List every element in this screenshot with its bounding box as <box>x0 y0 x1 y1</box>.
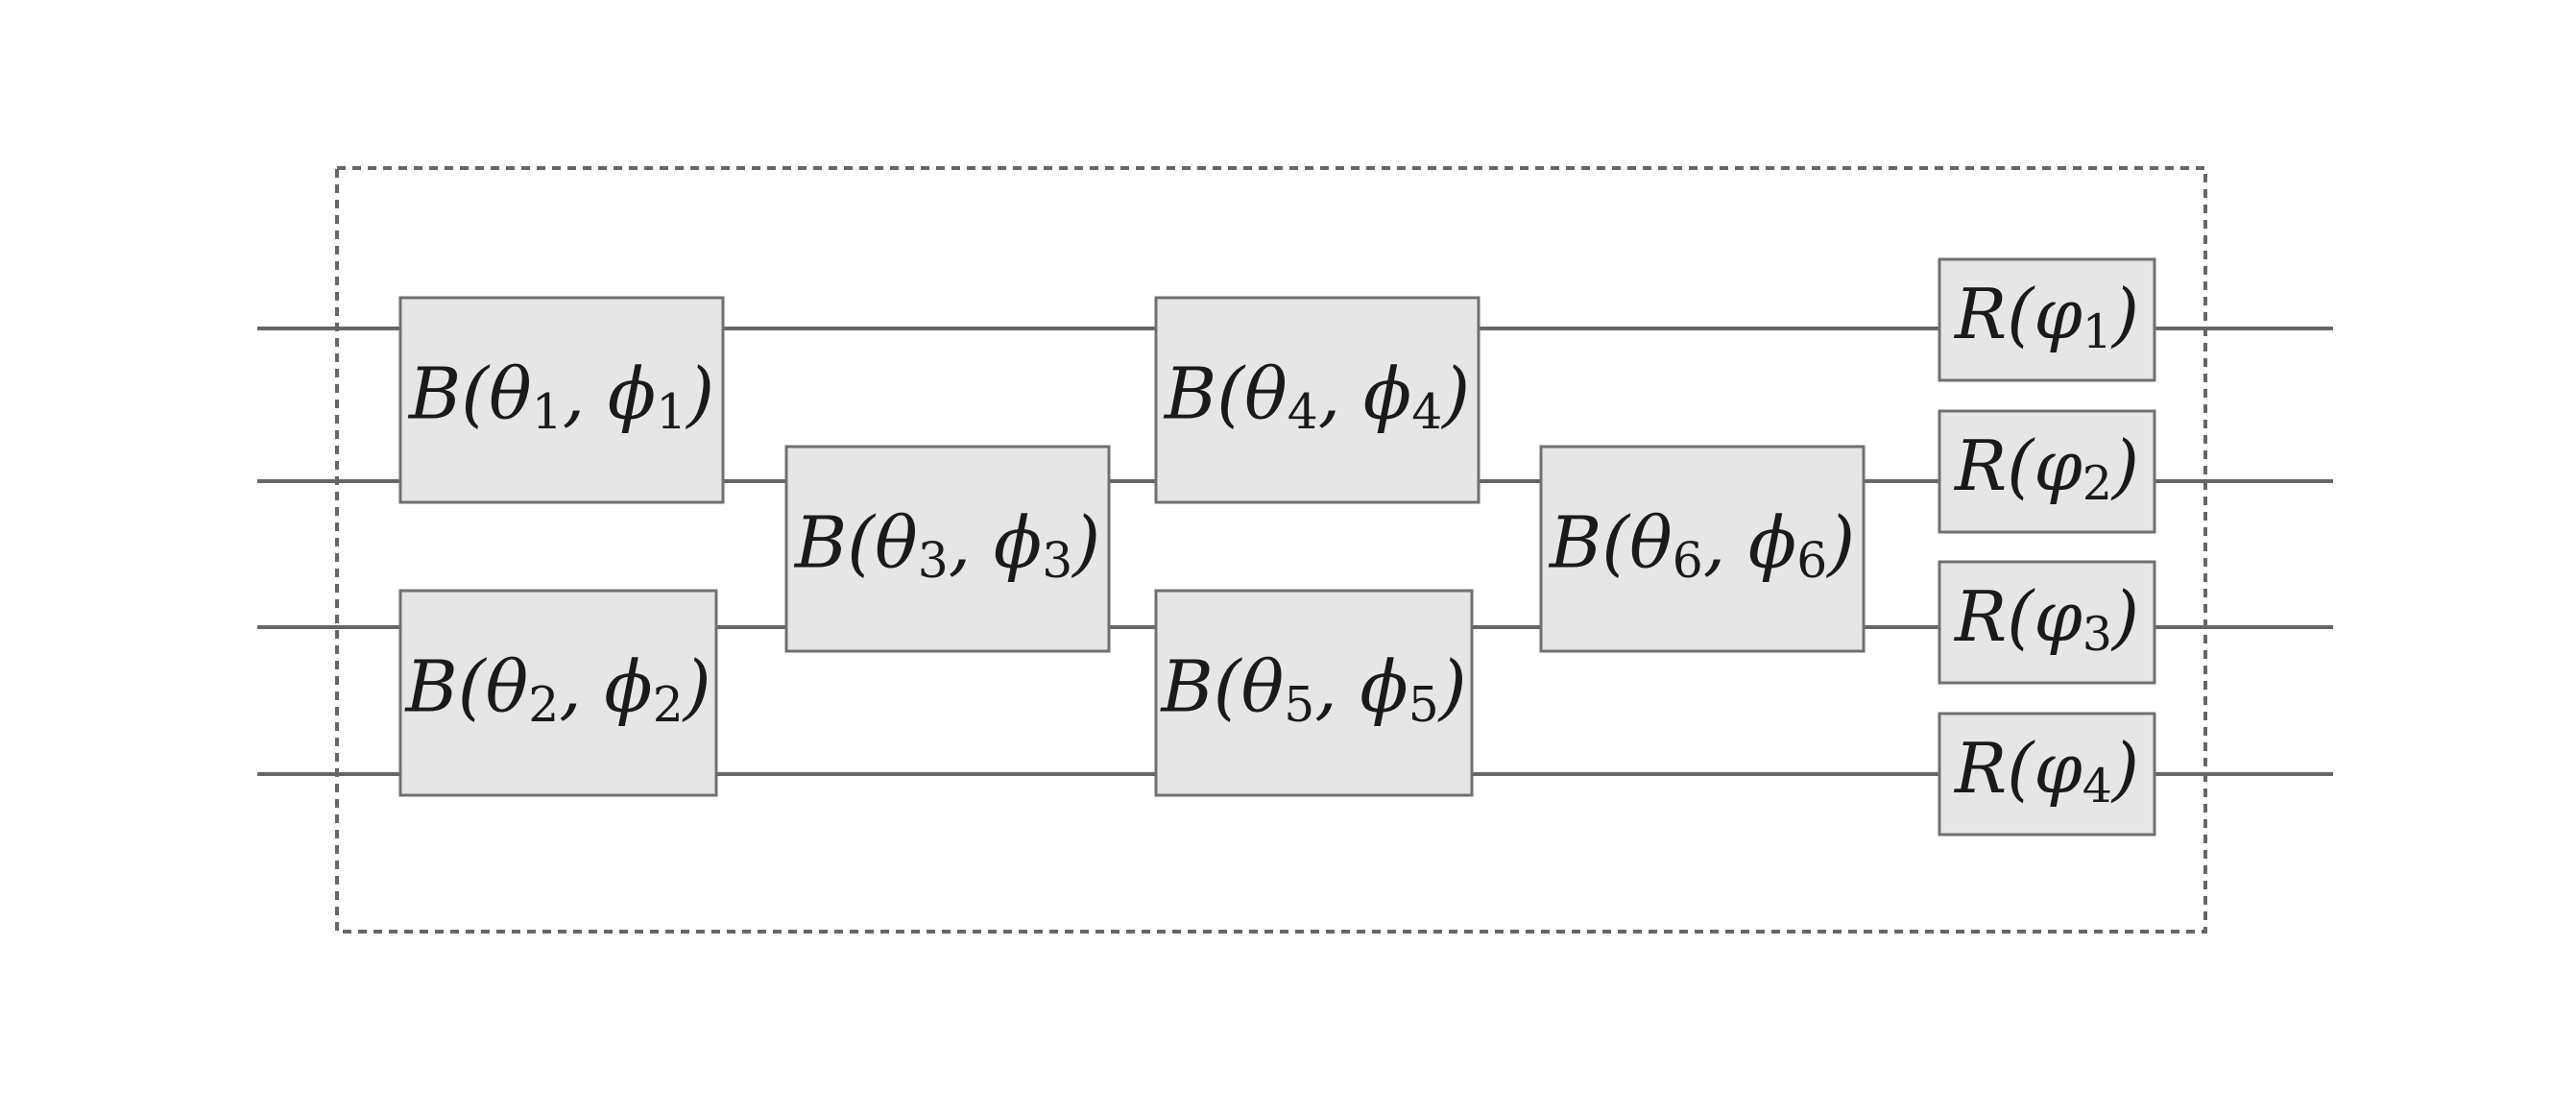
gate-g3: B(θ3, ϕ3) <box>784 445 1111 653</box>
gate-g6: B(θ6, ϕ6) <box>1539 445 1866 653</box>
gate-label-g3: B(θ3, ϕ3) <box>793 502 1100 589</box>
gate-label-g2: B(θ2, ϕ2) <box>403 646 710 733</box>
gate-label-r3: R(φ3) <box>1953 576 2139 661</box>
gate-label-r2: R(φ2) <box>1953 425 2139 510</box>
gate-label-g4: B(θ4, ϕ4) <box>1163 353 1470 440</box>
gate-g2: B(θ2, ϕ2) <box>398 589 718 797</box>
gate-label-r4: R(φ4) <box>1953 728 2139 813</box>
gate-r2: R(φ2) <box>1938 409 2156 534</box>
gate-box-g1 <box>398 296 725 504</box>
dashed-frame <box>335 166 2207 934</box>
gate-box-r3 <box>1938 560 2156 685</box>
gate-box-g3 <box>784 445 1111 653</box>
gate-label-g6: B(θ6, ϕ6) <box>1548 502 1855 589</box>
gate-box-r2 <box>1938 409 2156 534</box>
gate-box-g6 <box>1539 445 1866 653</box>
gate-r3: R(φ3) <box>1938 560 2156 685</box>
gate-g5: B(θ5, ϕ5) <box>1154 589 1474 797</box>
gate-r4: R(φ4) <box>1938 712 2156 837</box>
gate-box-g5 <box>1154 589 1474 797</box>
gate-box-g2 <box>398 589 718 797</box>
gate-g4: B(θ4, ϕ4) <box>1154 296 1481 504</box>
gate-g1: B(θ1, ϕ1) <box>398 296 725 504</box>
gate-label-g1: B(θ1, ϕ1) <box>407 353 714 440</box>
gates-layer: B(θ1, ϕ1) B(θ2, ϕ2) B(θ3, ϕ3) B(θ4, ϕ4) B(θ5… <box>398 257 2156 837</box>
gate-label-r1: R(φ1) <box>1953 274 2139 358</box>
gate-label-g5: B(θ5, ϕ5) <box>1159 646 1466 733</box>
gate-box-r1 <box>1938 257 2156 382</box>
gate-r1: R(φ1) <box>1938 257 2156 382</box>
gate-box-g4 <box>1154 296 1481 504</box>
gate-box-r4 <box>1938 712 2156 837</box>
